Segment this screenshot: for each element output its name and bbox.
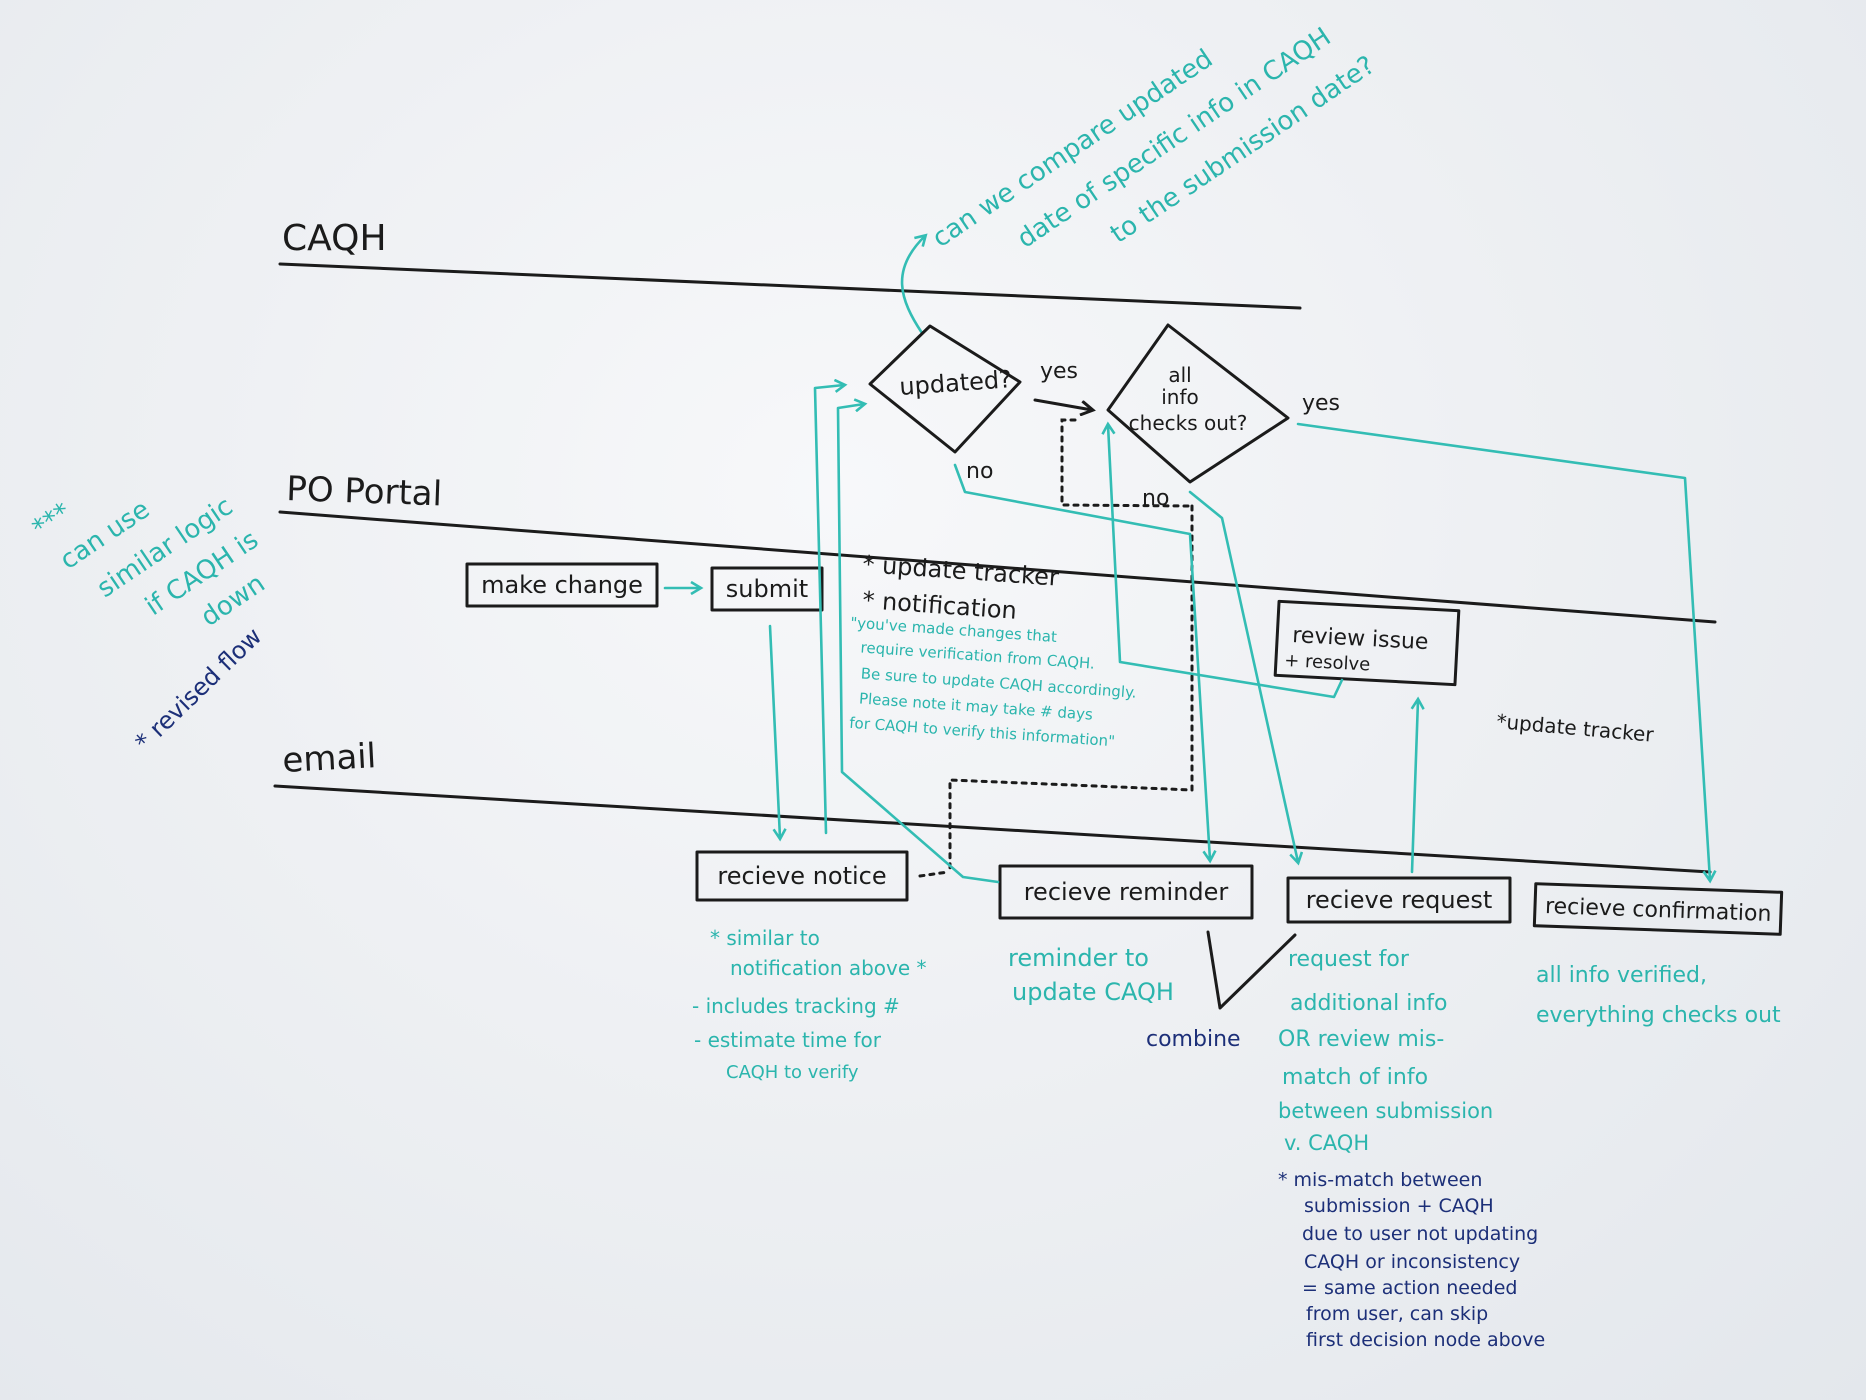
submit-label: submit [726, 575, 808, 603]
checks-yes-label: yes [1302, 391, 1340, 416]
question-arrow [902, 236, 925, 333]
update-tracker-label: *update tracker [1496, 709, 1656, 747]
review-issue-line-2: + resolve [1284, 650, 1371, 675]
side-note-line-1: *** [27, 497, 76, 544]
reminder-note-1: reminder to [1008, 944, 1149, 972]
request-note-5: between submission [1278, 1099, 1493, 1123]
lane-label-email: email [281, 736, 377, 781]
review-issue-line-1: review issue [1292, 623, 1429, 655]
combine-bracket [1208, 932, 1295, 1008]
make-change-label: make change [481, 571, 643, 599]
request-footnote-1: * mis-match between [1278, 1169, 1482, 1191]
lane-label-portal: PO Portal [286, 469, 443, 514]
lane-label-caqh: CAQH [282, 218, 387, 259]
request-to-review-arrow [1412, 700, 1418, 872]
notice-note-1: * similar to [710, 926, 820, 950]
request-note-4: match of info [1282, 1065, 1428, 1090]
notice-note-5: CAQH to verify [726, 1062, 859, 1083]
checks-yes-to-confirmation-arrow [1298, 424, 1710, 880]
caqh-lane-line [280, 264, 1300, 308]
request-footnote-6: from user, can skip [1306, 1303, 1488, 1325]
recieve-reminder-label: recieve reminder [1024, 878, 1229, 906]
combine-label: combine [1146, 1027, 1241, 1052]
request-footnote-7: first decision node above [1306, 1329, 1545, 1351]
request-note-2: additional info [1290, 991, 1448, 1016]
question-annotation: can we compare updated date of specific … [927, 0, 1380, 333]
submit-to-notice-arrow [770, 626, 780, 838]
checks-line-1: all [1168, 363, 1191, 387]
notice-note-3: - includes tracking # [692, 994, 900, 1018]
request-note-1: request for [1288, 947, 1410, 972]
recieve-request-label: recieve request [1306, 886, 1493, 914]
request-footnote-3: due to user not updating [1302, 1223, 1538, 1245]
revised-flow-label: * revised flow [130, 622, 268, 756]
checks-line-2: info [1161, 385, 1199, 409]
notice-note-4: - estimate time for [694, 1028, 882, 1052]
checks-line-3: checks out? [1129, 411, 1248, 435]
confirmation-note-2: everything checks out [1536, 1003, 1781, 1028]
decision-updated-label: updated? [898, 365, 1012, 401]
updated-yes-arrow [1035, 400, 1092, 410]
reminder-note-2: update CAQH [1012, 978, 1174, 1006]
request-footnote-2: submission + CAQH [1304, 1195, 1494, 1217]
request-footnote-4: CAQH or inconsistency [1304, 1251, 1520, 1273]
notice-dotted-link [920, 872, 948, 876]
updated-no-label: no [966, 459, 993, 484]
email-lane-line [275, 786, 1710, 872]
request-note-3: OR review mis- [1278, 1027, 1444, 1052]
notice-note-2: notification above * [730, 956, 927, 980]
recieve-confirmation-label: recieve confirmation [1545, 894, 1772, 927]
note-quote: "you've made changes that require verifi… [843, 614, 1141, 752]
updated-yes-label: yes [1040, 359, 1078, 384]
request-footnote-5: = same action needed [1302, 1277, 1518, 1299]
recieve-notice-label: recieve notice [717, 862, 886, 890]
confirmation-note-1: all info verified, [1536, 963, 1707, 988]
request-note-6: v. CAQH [1284, 1131, 1369, 1155]
note-title-1: * update tracker [862, 550, 1060, 592]
